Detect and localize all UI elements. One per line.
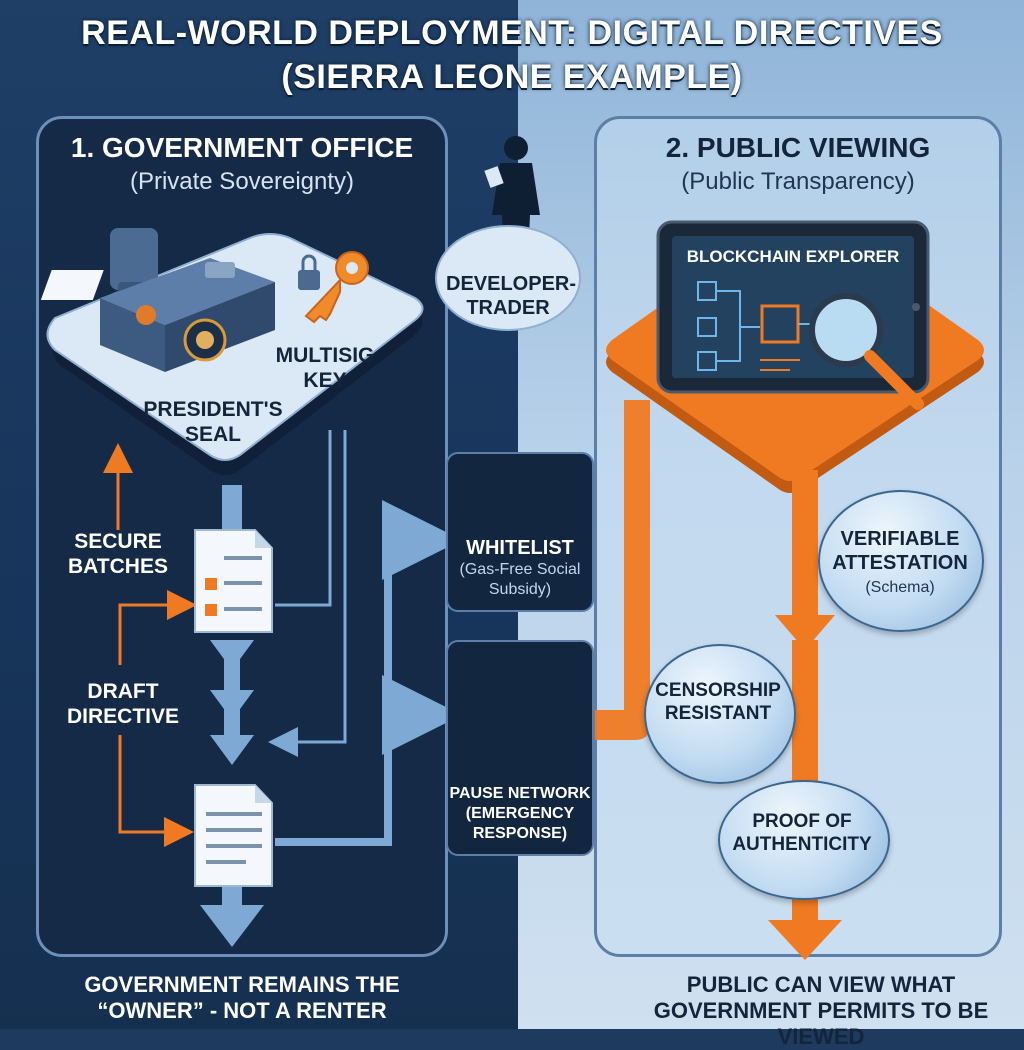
whitelist-card: [446, 452, 594, 612]
public-viewing-heading: 2. PUBLIC VIEWING: [665, 132, 931, 163]
pause-network-card: [446, 640, 594, 856]
presidents-seal-label: PRESIDENT'S SEAL: [143, 398, 283, 446]
secure-batches-label: SECURE BATCHES: [68, 530, 168, 578]
government-office-heading: 1. GOVERNMENT OFFICE: [70, 132, 414, 163]
proof-of-authenticity-label: PROOF OF AUTHENTICITY: [732, 811, 872, 855]
proof-of-authenticity-bubble: [718, 780, 890, 900]
censorship-resistant-label: CENSORSHIP RESISTANT: [655, 680, 781, 724]
multisig-key-icon: [298, 251, 369, 324]
public-viewing-subheading: (Public Transparency): [681, 168, 915, 195]
government-office-subheading: (Private Sovereignty): [129, 168, 355, 195]
presidential-desk: [40, 258, 275, 372]
multisig-key-label: MULTISIG KEY: [275, 344, 375, 392]
page-title-line-1: REAL-WORLD DEPLOYMENT: DIGITAL DIRECTIVE…: [81, 14, 943, 52]
developer-bubble: [435, 225, 581, 331]
whitelist-title: WHITELIST: [466, 537, 574, 559]
pause-network-detail: (EMERGENCY RESPONSE): [465, 805, 575, 842]
verifiable-attestation-detail: (Schema): [865, 579, 935, 596]
developer-trader-label: DEVELOPER-TRADER: [446, 273, 577, 319]
page-title-line-2: (SIERRA LEONE EXAMPLE): [281, 58, 743, 96]
public-footer: PUBLIC CAN VIEW WHAT GOVERNMENT PERMITS …: [653, 972, 989, 1049]
draft-directive-label: DRAFT DIRECTIVE: [66, 680, 179, 728]
verifiable-attestation-bubble: [818, 490, 984, 632]
pause-network-title: PAUSE NETWORK: [449, 785, 591, 802]
draft-document-icon: [194, 529, 273, 633]
blockchain-explorer-label: BLOCKCHAIN EXPLORER: [686, 247, 900, 266]
censorship-resistant-bubble: [644, 644, 796, 784]
signed-document-icon: [194, 784, 273, 887]
verifiable-attestation-title: VERIFIABLE ATTESTATION: [832, 528, 968, 574]
government-footer: GOVERNMENT REMAINS THE “OWNER” - NOT A R…: [84, 972, 400, 1023]
whitelist-detail: (Gas-Free Social Subsidy): [459, 561, 581, 598]
blockchain-graph: [697, 281, 830, 371]
magnifying-glass-icon: [809, 293, 924, 410]
